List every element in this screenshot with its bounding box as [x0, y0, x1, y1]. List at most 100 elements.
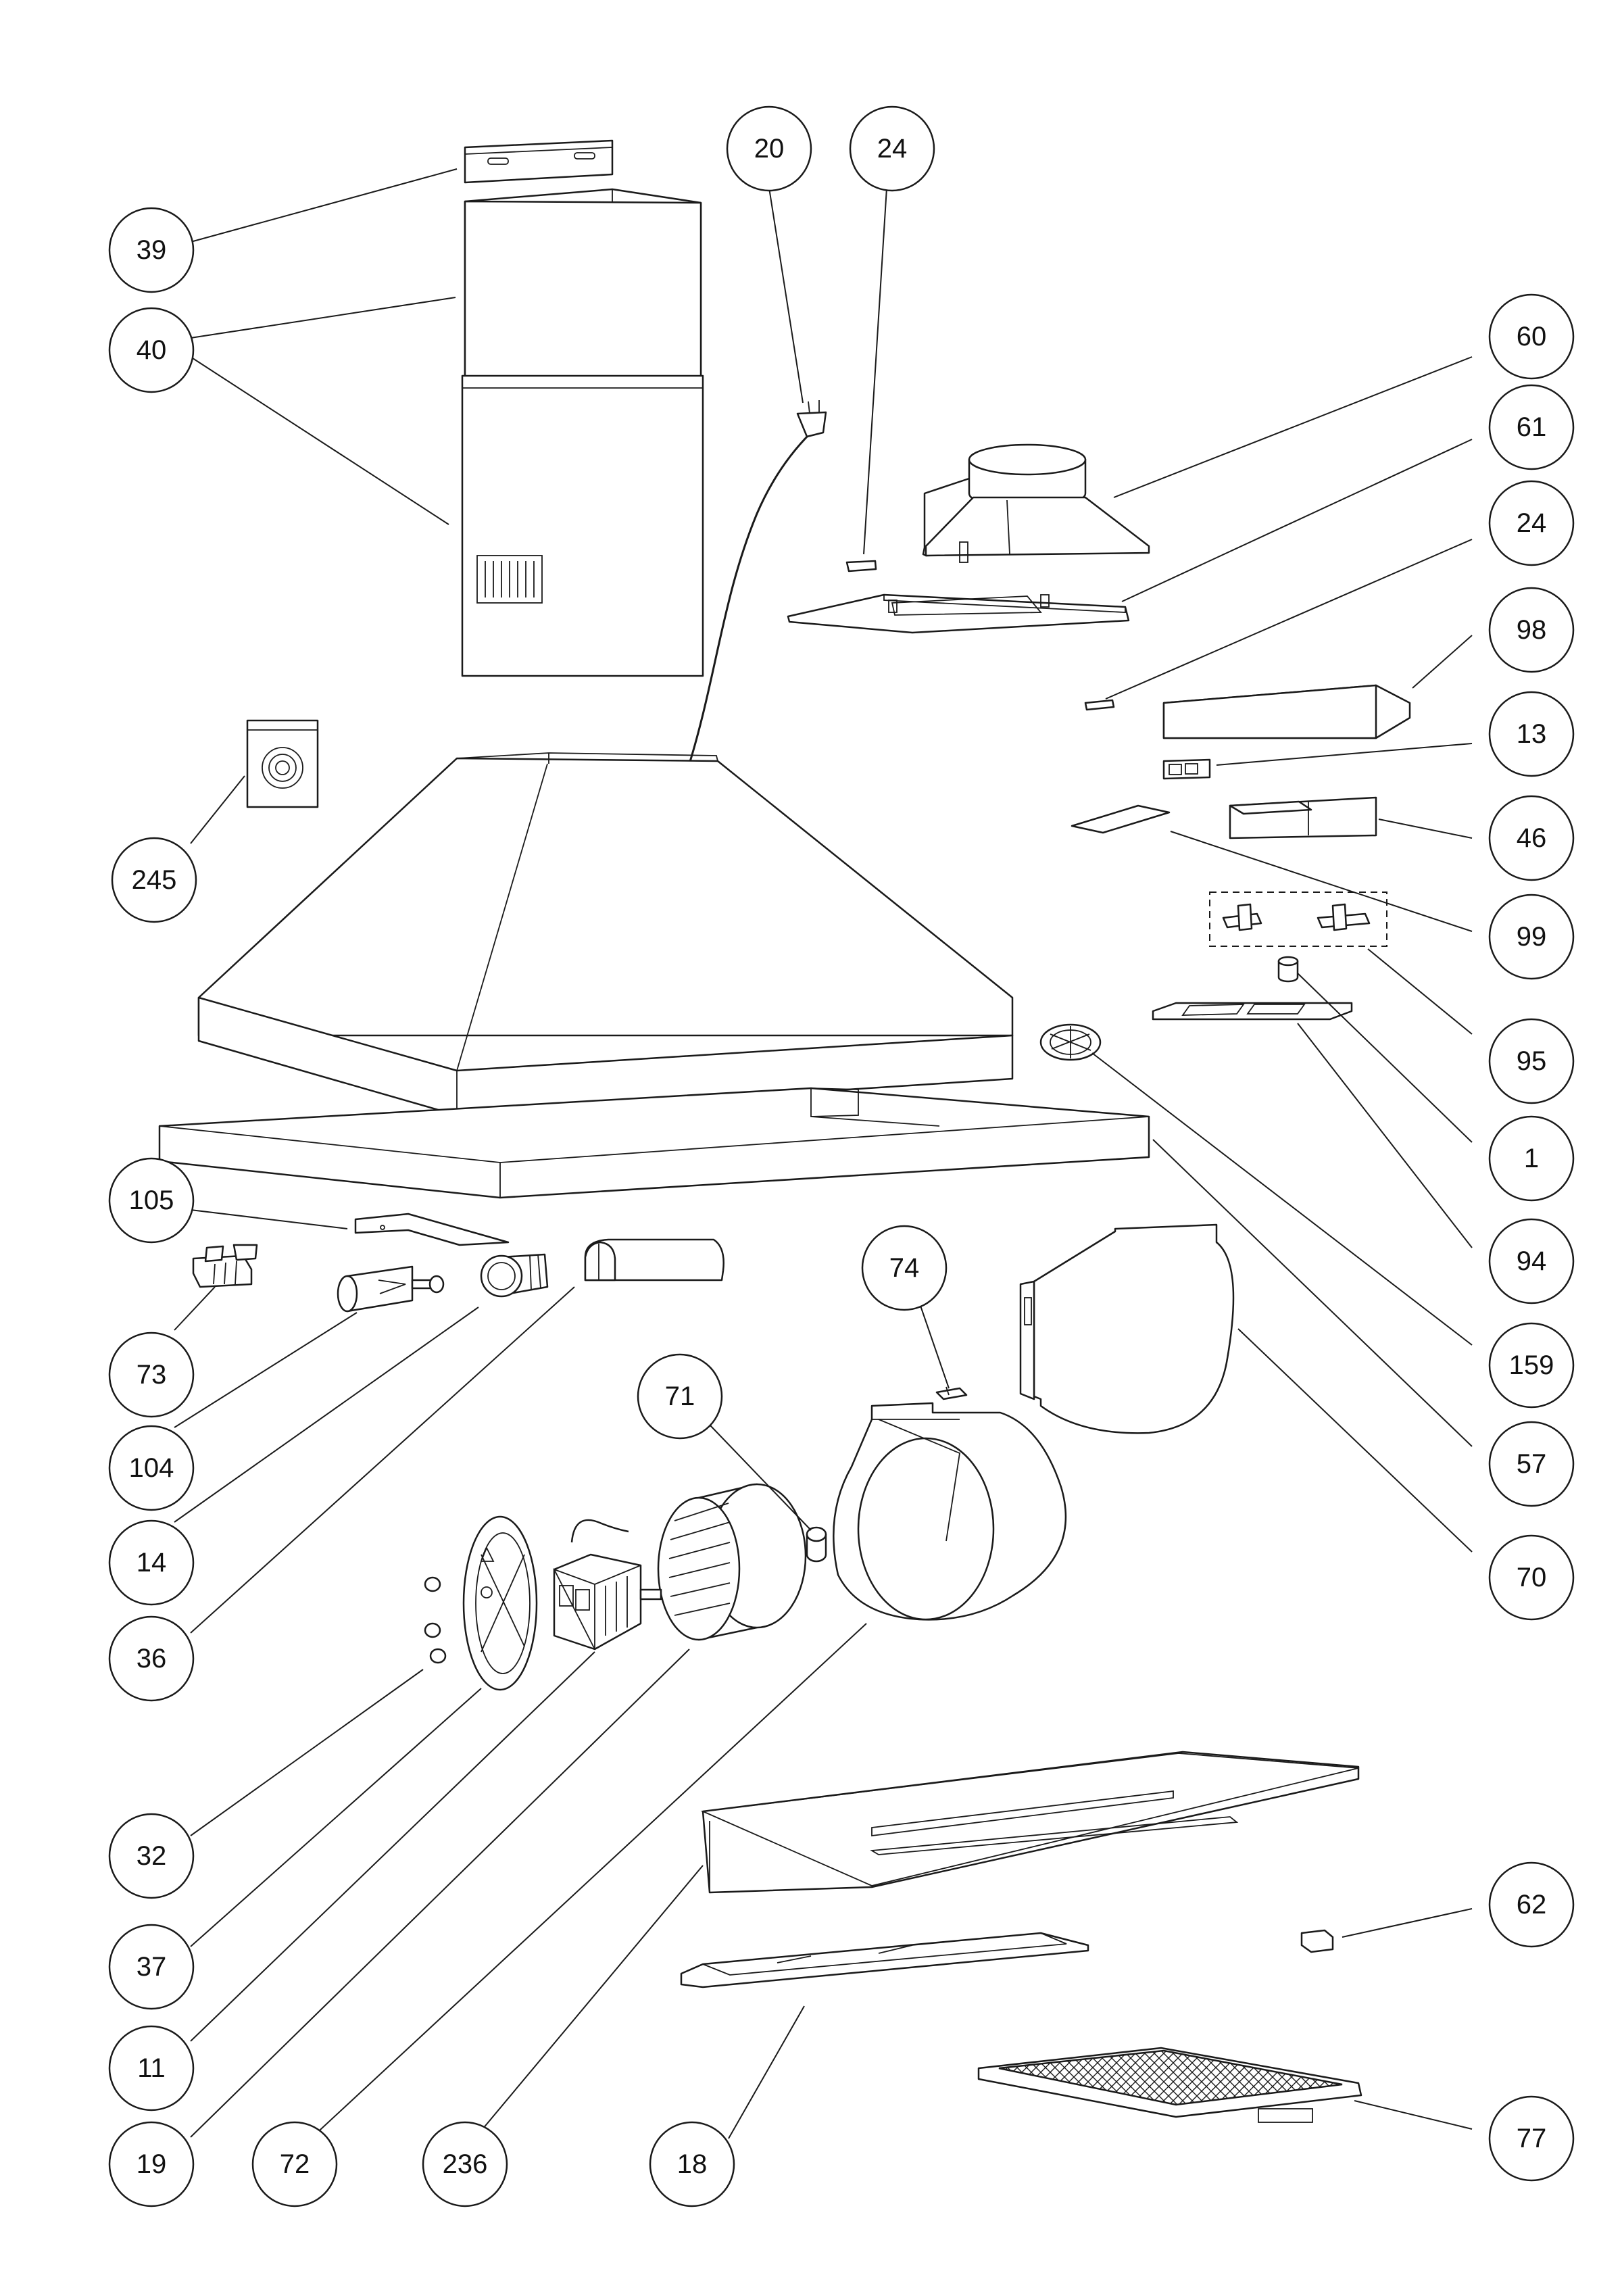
part-62-clip — [1300, 1929, 1334, 1953]
part-32-grommets — [424, 1576, 447, 1664]
callout-70: 70 — [1488, 1534, 1575, 1621]
callout-20: 20 — [726, 105, 812, 192]
part-24-clip-right — [1084, 699, 1115, 711]
part-105-bracket — [354, 1213, 510, 1246]
callout-label: 70 — [1517, 1563, 1547, 1592]
callout-label: 99 — [1517, 922, 1547, 952]
part-36-lamp-cover — [584, 1238, 724, 1281]
callout-159: 159 — [1488, 1322, 1575, 1409]
callout-11: 11 — [108, 2025, 195, 2111]
callout-label: 159 — [1509, 1350, 1554, 1380]
callout-label: 104 — [129, 1453, 174, 1483]
callout-label: 36 — [137, 1644, 167, 1674]
callout-94: 94 — [1488, 1218, 1575, 1304]
part-37-motor-plate — [462, 1515, 538, 1691]
callout-98: 98 — [1488, 587, 1575, 673]
callout-105: 105 — [108, 1157, 195, 1244]
part-61-base-plate — [787, 593, 1130, 634]
callout-label: 62 — [1517, 1890, 1547, 1920]
callout-39: 39 — [108, 207, 195, 293]
part-95-knob-set — [1209, 891, 1387, 947]
callout-label: 71 — [665, 1382, 695, 1411]
callout-label: 46 — [1517, 823, 1547, 853]
callout-label: 18 — [677, 2149, 708, 2179]
callout-57: 57 — [1488, 1421, 1575, 1507]
callout-71: 71 — [637, 1353, 723, 1440]
part-94-control-panel — [1152, 1002, 1353, 1021]
callout-label: 1 — [1524, 1144, 1539, 1173]
callout-label: 74 — [889, 1253, 920, 1283]
callout-label: 39 — [137, 235, 167, 265]
callout-61: 61 — [1488, 384, 1575, 470]
callout-62: 62 — [1488, 1861, 1575, 1948]
callout-label: 40 — [137, 335, 167, 365]
callout-245: 245 — [111, 837, 197, 923]
part-46-control-switch — [1229, 796, 1377, 839]
callout-77: 77 — [1488, 2095, 1575, 2182]
callout-236: 236 — [422, 2121, 508, 2207]
callout-74: 74 — [861, 1225, 948, 1311]
callout-label: 37 — [137, 1952, 167, 1982]
part-70-motor-housing-cover — [1019, 1223, 1235, 1434]
part-24-clip-top — [845, 560, 877, 572]
hood-canopy — [197, 752, 1014, 1117]
callout-18: 18 — [649, 2121, 735, 2207]
callout-label: 98 — [1517, 615, 1547, 645]
callout-label: 13 — [1517, 719, 1547, 749]
callout-40: 40 — [108, 307, 195, 393]
callout-72: 72 — [251, 2121, 338, 2207]
callout-label: 20 — [754, 134, 785, 164]
part-159-lamp-lens — [1039, 1023, 1102, 1061]
callout-104: 104 — [108, 1425, 195, 1511]
callout-95: 95 — [1488, 1018, 1575, 1104]
callout-60: 60 — [1488, 293, 1575, 380]
callout-label: 95 — [1517, 1046, 1547, 1076]
callout-99: 99 — [1488, 894, 1575, 980]
part-236-grease-channel — [700, 1751, 1360, 1894]
part-11-motor — [553, 1519, 662, 1651]
callout-14: 14 — [108, 1519, 195, 1606]
callout-24-right: 24 — [1488, 480, 1575, 566]
callout-label: 94 — [1517, 1246, 1547, 1276]
callout-label: 236 — [443, 2149, 488, 2179]
callout-36: 36 — [108, 1615, 195, 1702]
callout-1: 1 — [1488, 1115, 1575, 1202]
callout-label: 72 — [280, 2149, 310, 2179]
callout-label: 11 — [137, 2053, 166, 2083]
part-71-spacer — [806, 1526, 827, 1563]
part-13-terminal-block — [1162, 758, 1211, 780]
callout-label: 19 — [137, 2149, 167, 2179]
callout-label: 73 — [137, 1360, 167, 1390]
callout-13: 13 — [1488, 691, 1575, 777]
callout-label: 245 — [132, 865, 177, 895]
part-57-bottom-frame — [158, 1087, 1150, 1199]
callout-label: 57 — [1517, 1449, 1547, 1479]
part-39-chimney-bracket — [464, 139, 614, 184]
part-74-clip — [935, 1386, 968, 1400]
callout-label: 32 — [137, 1841, 167, 1871]
part-1-spacer — [1277, 956, 1299, 983]
callout-label: 60 — [1517, 322, 1547, 351]
part-73-cable-clamp — [192, 1244, 258, 1288]
callout-label: 105 — [129, 1186, 174, 1215]
part-104-lamp-holder — [337, 1265, 445, 1313]
part-77-grease-filter — [977, 2047, 1362, 2123]
callout-37: 37 — [108, 1924, 195, 2010]
callout-24-top: 24 — [849, 105, 935, 192]
callout-label: 61 — [1517, 412, 1547, 442]
part-98-control-housing — [1162, 684, 1411, 739]
callout-label: 77 — [1517, 2124, 1547, 2153]
callout-32: 32 — [108, 1813, 195, 1899]
callout-label: 24 — [1517, 508, 1547, 538]
part-40-upper-chimney — [464, 188, 702, 380]
callout-73: 73 — [108, 1332, 195, 1418]
part-18-glass-panel — [680, 1932, 1089, 1988]
part-14-bulb — [480, 1253, 549, 1298]
part-245-filter-sachet — [246, 719, 319, 808]
callout-label: 14 — [137, 1548, 167, 1578]
callout-19: 19 — [108, 2121, 195, 2207]
part-99-label-plate — [1071, 804, 1171, 834]
part-19-fan-wheel — [657, 1483, 807, 1641]
callout-46: 46 — [1488, 795, 1575, 881]
